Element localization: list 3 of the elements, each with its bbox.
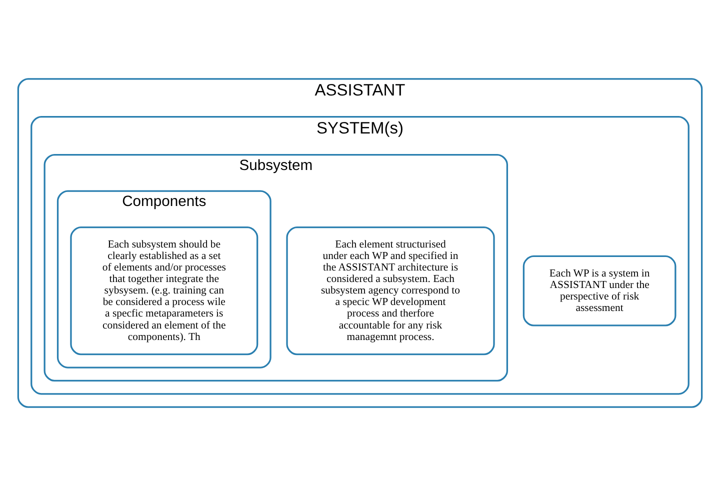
node-box: Each element structurised under each WP and specified in the ASSISTANT architecture is considered a subsystem. Each subsystem agency correspond to a specic WP development process and therfore accountable for any risk managemnt process. <box>286 226 495 356</box>
node-box: Each WP is a system in ASSISTANT under the perspective of risk assessment <box>522 255 676 326</box>
node-box: Each subsystem should be clearly established as a set of elements and/or processes that together integrate the sybsysem. (e.g. training can be considered a process wile a specfic metaparameters is considered an element of the components). Th <box>70 226 258 356</box>
